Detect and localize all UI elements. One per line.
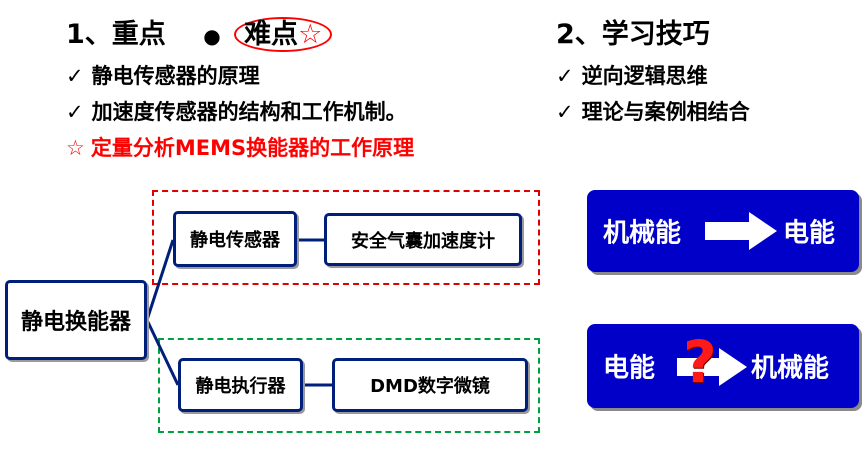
mechanical-energy-label: 机械能 — [751, 353, 830, 384]
tip-1-text: 逆向逻辑思维 — [581, 64, 708, 88]
question-mark-icon: ? — [683, 328, 717, 396]
actuator-group-frame — [158, 338, 540, 433]
key-point-2: ✓ 加速度传感器的结构和工作机制。 — [66, 96, 407, 126]
check-icon: ✓ — [66, 100, 84, 124]
tip-1: ✓ 逆向逻辑思维 — [556, 60, 708, 90]
key-point-3: ☆定量分析MEMS换能器的工作原理 — [66, 132, 414, 162]
key-points-heading: 1、重点 ● 难点☆ — [66, 12, 333, 52]
mech-to-elec-panel: 机械能 电能 — [587, 190, 859, 272]
connector-root-actuator — [145, 319, 180, 386]
key-point-1: ✓ 静电传感器的原理 — [66, 60, 260, 90]
star-icon: ☆ — [66, 136, 85, 160]
arrow-right-icon — [705, 212, 777, 250]
difficulty-label: 难点 — [244, 19, 299, 50]
electrical-energy-label: 电能 — [783, 218, 836, 249]
sensor-node: 静电传感器 — [173, 211, 297, 267]
actuator-node: 静电执行器 — [178, 358, 303, 412]
sensor-example-node: 安全气囊加速度计 — [324, 213, 522, 266]
difficulty-circled: 难点☆ — [234, 17, 333, 52]
root-node: 静电换能器 — [5, 280, 147, 360]
check-icon: ✓ — [66, 64, 84, 88]
mechanical-energy-label: 机械能 — [603, 218, 682, 249]
star-icon: ☆ — [298, 19, 323, 50]
actuator-example-node: DMD数字微镜 — [332, 358, 528, 412]
check-icon: ✓ — [556, 100, 574, 124]
connector-root-sensor — [145, 239, 175, 321]
key-points-title: 1、重点 — [66, 19, 166, 50]
tip-2: ✓ 理论与案例相结合 — [556, 96, 750, 126]
check-icon: ✓ — [556, 64, 574, 88]
study-tips-heading: 2、学习技巧 — [556, 19, 710, 50]
arrow-right-icon — [677, 348, 747, 386]
elec-to-mech-panel: 电能 ? 机械能 — [587, 324, 859, 408]
sensor-group-frame — [152, 190, 540, 285]
electrical-energy-label: 电能 — [603, 353, 656, 384]
key-point-1-text: 静电传感器的原理 — [91, 64, 260, 88]
key-point-2-text: 加速度传感器的结构和工作机制。 — [91, 100, 407, 124]
dot-separator: ● — [203, 24, 221, 48]
tip-2-text: 理论与案例相结合 — [581, 100, 750, 124]
key-point-3-text: 定量分析MEMS换能器的工作原理 — [90, 136, 415, 160]
